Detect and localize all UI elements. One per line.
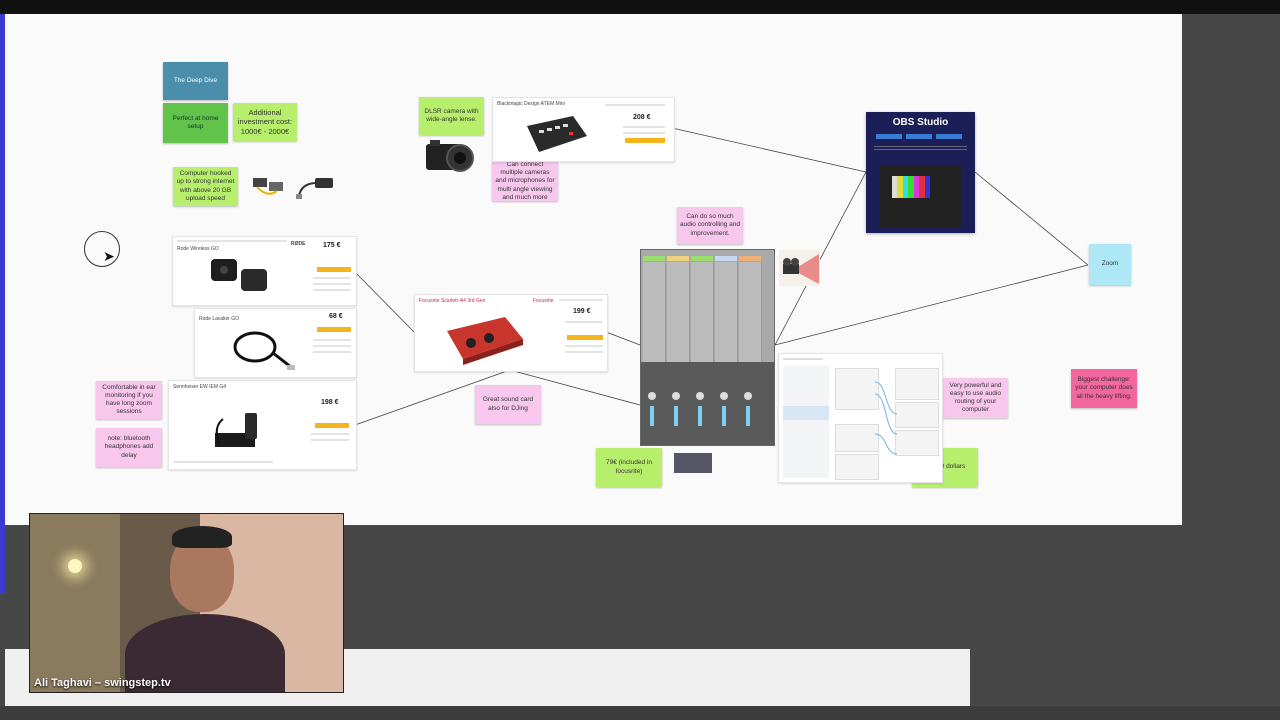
audio-routing-screenshot[interactable] <box>778 353 943 483</box>
note-in-ear[interactable]: Comfortable in ear monitoring if you hav… <box>96 381 162 419</box>
add-to-cart-button[interactable] <box>567 335 603 340</box>
connector-rode-focusrite <box>354 271 415 333</box>
note-zoom[interactable]: Zoom <box>1089 244 1131 285</box>
note-cameras-mics[interactable]: Can connect multiple cameras and microph… <box>492 161 558 201</box>
connector-iem-focusrite <box>354 369 511 426</box>
product-title: Focusrite Scarlett 4i4 3rd Gen <box>419 298 486 304</box>
sound-card-photo <box>674 453 712 473</box>
note-investment[interactable]: Additional investment cost: 1000€ - 2000… <box>233 103 297 141</box>
note-computer[interactable]: Computer hooked up to strong internet wi… <box>173 167 238 206</box>
product-title: Rode Wireless GO <box>177 246 219 252</box>
product-title: Blackmagic Design ATEM Mini <box>497 101 565 107</box>
obs-studio-card[interactable]: OBS Studio <box>866 112 975 233</box>
obs-title: OBS Studio <box>892 117 949 128</box>
focusrite-interface-image <box>447 317 523 365</box>
cursor-highlight <box>84 231 120 267</box>
lamp-light <box>68 559 82 573</box>
product-price: 175 € <box>323 242 341 249</box>
product-card-focusrite[interactable]: Focusrite Scarlett 4i4 3rd Gen Focusrite… <box>414 294 608 372</box>
obs-download-buttons <box>876 134 962 139</box>
connector-mixer-obs <box>774 171 867 346</box>
connector-focusrite-mixer <box>605 331 641 346</box>
bottom-strip <box>0 706 1280 720</box>
product-price: 208 € <box>633 114 651 121</box>
note-perfect-home[interactable]: Perfect at home setup <box>163 103 228 143</box>
top-bar <box>0 0 1280 14</box>
note-audio-control[interactable]: Can do so much audio controlling and imp… <box>677 207 743 244</box>
camera-illustration <box>779 250 820 286</box>
test-pattern <box>892 176 930 198</box>
brand-label: RØDE <box>291 241 306 247</box>
add-to-cart-button[interactable] <box>315 423 349 428</box>
iem-receiver-image <box>215 413 257 447</box>
note-price-79[interactable]: 79€ (included in focusrite) <box>596 448 662 487</box>
webcam-overlay: Ali Taghavi – swingstep.tv <box>29 513 344 693</box>
note-challenge[interactable]: Biggest challenge: your computer does al… <box>1071 369 1137 408</box>
connector-obs-zoom <box>974 171 1089 266</box>
atem-switcher-image <box>527 116 587 152</box>
usb-adapter-image <box>293 172 339 202</box>
ethernet-cable-image <box>247 172 289 200</box>
left-accent-bar <box>0 14 5 594</box>
add-to-cart-button[interactable] <box>317 267 351 272</box>
obs-subtitle-placeholder <box>874 144 967 152</box>
product-price: 198 € <box>321 399 339 406</box>
note-bluetooth[interactable]: note: bluetooth headphones add delay <box>96 428 162 467</box>
connector-focusrite-bottom <box>509 369 641 406</box>
presenter-hair <box>172 526 232 548</box>
rode-wireless-image <box>211 259 267 291</box>
note-the-deep-dive[interactable]: The Deep Dive <box>163 62 228 100</box>
add-to-cart-button[interactable] <box>317 327 351 332</box>
brand-label: Focusrite <box>533 298 554 304</box>
dslr-camera-image <box>424 138 480 174</box>
note-sound-card[interactable]: Great sound card also for DJing <box>475 385 541 424</box>
note-dslr[interactable]: DLSR camera with wide-angle lense. <box>419 97 484 135</box>
product-price: 199 € <box>573 308 591 315</box>
presenter-body <box>125 614 285 692</box>
presenter-name-label: Ali Taghavi – swingstep.tv <box>34 677 171 689</box>
note-powerful-audio[interactable]: Very powerful and easy to use audio rout… <box>943 378 1008 418</box>
connector-atem-obs <box>671 127 867 173</box>
product-card-atem[interactable]: Blackmagic Design ATEM Mini 208 € <box>492 97 675 162</box>
product-price: 68 € <box>329 313 343 320</box>
daw-mixer-screenshot[interactable] <box>640 249 775 446</box>
product-title: Sennheiser EW IEM G4 <box>173 384 227 390</box>
product-card-iem[interactable]: Sennheiser EW IEM G4 198 € <box>168 380 357 470</box>
product-title: Rode Lavalier GO <box>199 316 240 322</box>
add-to-cart-button[interactable] <box>625 138 665 143</box>
mouse-pointer-icon: ➤ <box>103 248 115 264</box>
connector-mixer-zoom <box>774 264 1089 346</box>
product-card-cable[interactable]: Rode Lavalier GO 68 € <box>194 308 357 378</box>
product-card-rode-wireless[interactable]: Rode Wireless GO RØDE 175 € <box>172 236 357 306</box>
cable-image <box>233 331 295 370</box>
